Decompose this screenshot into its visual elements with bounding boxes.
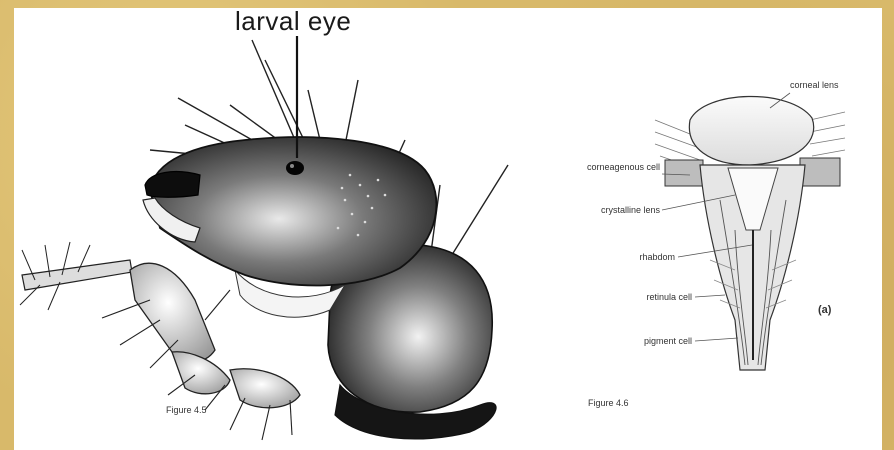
corneal-lens — [689, 96, 813, 165]
label-corneagenous-cell: corneagenous cell — [555, 162, 660, 172]
larva-head-illustration — [20, 36, 508, 440]
mandible — [145, 172, 200, 198]
larval-eye-spot — [286, 161, 304, 175]
caption-figure-4-6: Figure 4.6 — [588, 398, 629, 408]
eye-highlight — [290, 164, 294, 168]
label-crystalline-lens: crystalline lens — [555, 205, 660, 215]
head-capsule — [150, 137, 436, 285]
label-corneal-lens: corneal lens — [790, 80, 839, 90]
caption-figure-4-5: Figure 4.5 — [166, 405, 207, 415]
panel-letter-a: (a) — [818, 305, 831, 315]
title-larval-eye: larval eye — [235, 6, 351, 37]
label-retinula-cell: retinula cell — [587, 292, 692, 302]
corneagenous-cell-left — [665, 160, 703, 186]
ommatidium-illustration — [655, 93, 845, 370]
label-pigment-cell: pigment cell — [587, 336, 692, 346]
label-rhabdom: rhabdom — [570, 252, 675, 262]
corneagenous-cell-right — [800, 158, 840, 186]
antenna — [20, 242, 132, 310]
